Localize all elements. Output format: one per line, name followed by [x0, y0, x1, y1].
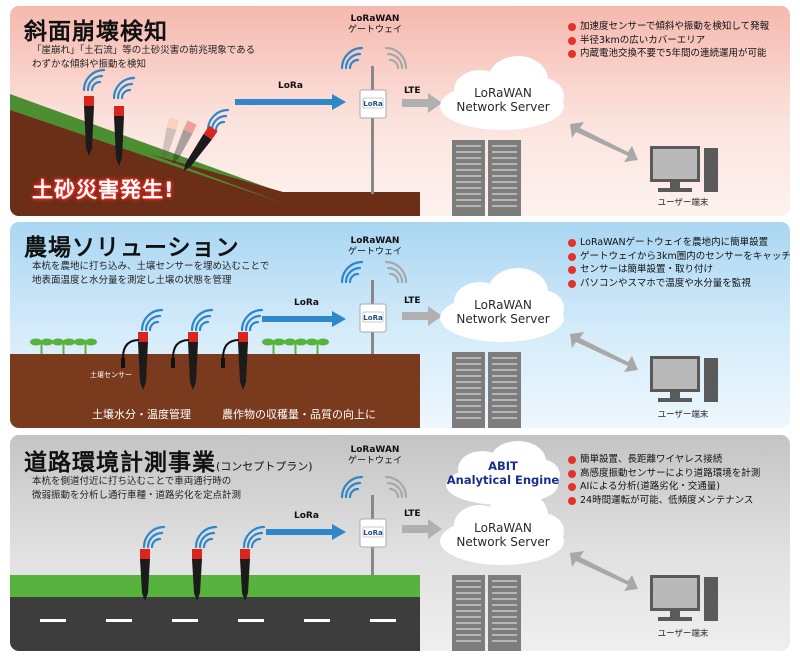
sensor-stake-icon — [121, 332, 248, 390]
feature-list: LoRaWANゲートウェイを農地内に簡単設置 ゲートウェイから3km圏内のセンサ… — [568, 236, 790, 290]
lora-label: LoRa — [294, 511, 319, 521]
hill-soil — [10, 110, 420, 216]
panel1-illustration — [10, 46, 718, 216]
feature-list: 加速度センサーで傾斜や振動を検知して発報 半径3kmの広いカバーエリア 内蔵電池… — [568, 20, 769, 61]
feature-item: ゲートウェイから3km圏内のセンサーをキャッチ — [568, 250, 790, 264]
lora-arrow — [262, 311, 346, 327]
lte-label: LTE — [404, 86, 421, 96]
feature-item: 24時間運転が可能、低頻度メンテナンス — [568, 494, 760, 508]
bidirectional-arrow — [570, 332, 638, 372]
cloud-icon — [440, 268, 564, 342]
road-lane-marks — [40, 619, 396, 622]
feature-item: 加速度センサーで傾斜や振動を検知して発報 — [568, 20, 769, 34]
gateway-tag: LoRa — [363, 314, 383, 322]
lora-label: LoRa — [278, 81, 303, 91]
bidirectional-arrow — [570, 551, 638, 591]
farm-soil — [10, 354, 420, 428]
roadside-grass — [10, 575, 420, 597]
lora-label: LoRa — [294, 298, 319, 308]
footer-right: 農作物の収穫量・品質の向上に — [222, 408, 376, 421]
panel-description: 「崖崩れ」「土石流」等の土砂災害の前兆現象であるわずかな傾斜や振動を検知 — [32, 45, 256, 70]
road — [10, 597, 420, 651]
wifi-signal-icon — [142, 475, 364, 549]
user-terminal-label: ユーザー端末 — [657, 198, 709, 208]
panel2-illustration — [10, 260, 718, 428]
server-rack-icon — [452, 575, 521, 651]
gateway-pole — [371, 66, 374, 194]
lte-arrow — [402, 93, 442, 113]
cloud-icon — [446, 441, 560, 505]
lte-arrow — [402, 306, 442, 326]
feature-item: パソコンやスマホで温度や水分量を監視 — [568, 277, 790, 291]
panel-road-monitoring: 道路環境計測事業(コンセプトプラン) 本杭を側道付近に打ち込むことで車両通行時の… — [10, 435, 790, 651]
feature-list: 簡単設置、長距離ワイヤレス接続 高感度振動センサーにより道路環境を計測 AIによ… — [568, 453, 760, 507]
user-terminal-label: ユーザー端末 — [657, 410, 709, 420]
sensor-stake-icon — [140, 549, 250, 601]
soil-sensor-label: 土壌センサー — [90, 371, 132, 379]
alert-text: 土砂災害発生! — [32, 178, 175, 202]
panel-title: 農場ソリューション — [24, 235, 240, 261]
cloud-icon — [440, 56, 564, 130]
panel-description: 本杭を側道付近に打ち込むことで車両通行時の微弱振動を分析し通行車種・道路劣化を定… — [32, 476, 242, 501]
desktop-computer-icon — [650, 146, 718, 192]
panel-slope-detection: 斜面崩壊検知 「崖崩れ」「土石流」等の土砂災害の前兆現象であるわずかな傾斜や振動… — [10, 6, 790, 216]
user-terminal-label: ユーザー端末 — [657, 629, 709, 639]
panel-title: 道路環境計測事業(コンセプトプラン) — [24, 450, 313, 476]
panel-description: 本杭を農地に打ち込み、土壌センサーを埋め込むことで地表面温度と水分量を測定し土壌… — [32, 261, 270, 286]
gateway-tag: LoRa — [363, 100, 383, 108]
server-rack-icon — [452, 140, 521, 216]
wifi-signal-icon — [82, 46, 364, 132]
sensor-stake-icon — [84, 96, 218, 172]
title-suffix: (コンセプトプラン) — [216, 460, 313, 473]
desktop-computer-icon — [650, 575, 718, 621]
bidirectional-arrow — [570, 122, 638, 162]
feature-item: 高感度振動センサーにより道路環境を計測 — [568, 467, 760, 481]
feature-item: センサーは簡単設置・取り付け — [568, 263, 790, 277]
panel3-illustration — [10, 441, 718, 651]
wifi-signal-icon — [140, 260, 364, 332]
lte-label: LTE — [404, 296, 421, 306]
cloud-icon — [440, 491, 564, 565]
panel-title: 斜面崩壊検知 — [24, 19, 168, 45]
feature-item: LoRaWANゲートウェイを農地内に簡単設置 — [568, 236, 790, 250]
footer-left: 土壌水分・温度管理 — [92, 408, 191, 421]
panel-farm-solution: 農場ソリューション 本杭を農地に打ち込み、土壌センサーを埋め込むことで地表面温度… — [10, 222, 790, 428]
feature-item: 簡単設置、長距離ワイヤレス接続 — [568, 453, 760, 467]
server-rack-icon — [452, 352, 521, 428]
lte-arrow — [402, 519, 442, 539]
gateway-tag: LoRa — [363, 529, 383, 537]
lora-arrow — [235, 94, 346, 110]
lte-label: LTE — [404, 509, 421, 519]
lora-arrow — [266, 524, 346, 540]
feature-item: 半径3kmの広いカバーエリア — [568, 34, 769, 48]
feature-item: 内蔵電池交換不要で5年間の連続運用が可能 — [568, 47, 769, 61]
desktop-computer-icon — [650, 356, 718, 402]
feature-item: AIによる分析(道路劣化・交通量) — [568, 480, 760, 494]
sprout-icon — [30, 338, 329, 354]
